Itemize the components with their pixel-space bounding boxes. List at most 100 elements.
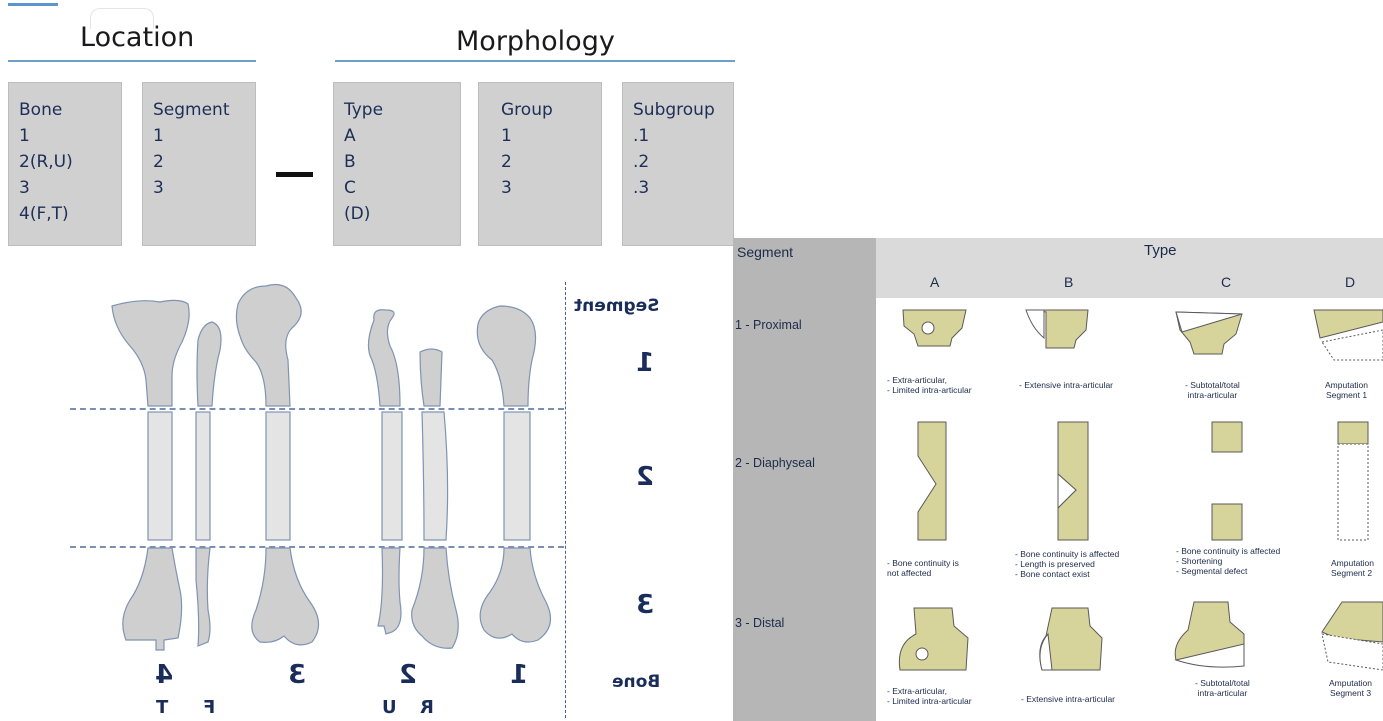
segment-number-3: 3 [636,590,654,620]
tibia-shaft [148,412,172,540]
caption-distal-b: - Extensive intra-articular [1021,694,1115,704]
bone-letter-u: U [382,697,397,718]
box-item: .2 [633,149,725,175]
ulna-proximal [368,310,400,406]
row-label-proximal: 1 - Proximal [735,318,802,332]
radius-proximal [420,349,442,406]
segment-header-mirrored: Segment [574,296,659,316]
caption-proximal-c: - Subtotal/total intra-articular [1185,380,1240,400]
tibia-proximal [112,300,189,406]
bone-diagram [60,280,580,720]
type-col-c: C [1221,274,1231,290]
diaphyseal-a-icon [918,422,946,540]
type-col-b: B [1064,274,1073,290]
caption-distal-c: - Subtotal/total intra-articular [1195,678,1250,698]
proximal-b-fragment [1026,310,1044,338]
caption-distal-a: - Extra-articular, - Limited intra-artic… [887,686,972,706]
segment-code-box: Segment 1 2 3 [142,82,256,246]
caption-diaphyseal-d: Amputation Segment 2 [1331,558,1374,578]
group-code-box: Group 1 2 3 [478,82,602,246]
fracture-icons [876,298,1383,721]
box-item: 1 [153,123,247,149]
box-item: 2(R,U) [19,149,113,175]
box-title: Segment [153,97,247,123]
caption-diaphyseal-c: - Bone continuity is affected - Shorteni… [1176,546,1280,576]
bone-number-4: 4 [155,660,173,690]
diaphyseal-c-lower [1212,504,1242,540]
radius-shaft [422,412,448,540]
proximal-a-hole [922,322,934,334]
type-code-box: Type A B C (D) [333,82,461,246]
tab-indicator [8,3,58,6]
subgroup-code-box: Subgroup .1 .2 .3 [622,82,734,246]
caption-distal-d: Amputation Segment 3 [1329,678,1372,698]
bone-number-3: 3 [288,660,306,690]
diaphyseal-c-upper [1212,422,1242,452]
fracture-type-table: Segment Type A B C D 1 - Proximal 2 - Di… [733,238,1383,721]
box-item: 2 [153,149,247,175]
box-item: (D) [344,201,452,227]
morphology-rule [335,60,735,62]
caption-diaphyseal-a: - Bone continuity is not affected [887,558,959,578]
femur-distal [252,548,319,645]
caption-proximal-a: - Extra-articular, - Limited intra-artic… [887,375,972,395]
morphology-heading: Morphology [456,26,615,57]
femur-proximal [236,285,301,407]
box-item: 2 [501,149,593,175]
bone-letter-t: T [156,697,168,718]
location-heading: Location [80,22,194,53]
diaphyseal-d-missing [1338,444,1368,540]
radius-distal [412,548,459,648]
bone-letter-f: F [203,697,215,718]
fibula-distal [196,548,210,646]
box-item: 3 [19,175,113,201]
box-item: 3 [153,175,247,201]
humerus-proximal [477,306,535,406]
diagram-right-border [565,282,566,718]
ulna-distal [378,548,401,634]
distal-a-icon [899,608,968,670]
box-item: 1 [19,123,113,149]
bone-number-2: 2 [399,660,417,690]
box-title: Type [344,97,452,123]
table-segment-header: Segment [737,244,793,260]
humerus-distal [480,548,550,642]
type-col-d: D [1345,274,1355,290]
fibula-proximal [197,322,221,406]
segment-column [733,238,876,721]
box-item: B [344,149,452,175]
box-item: .3 [633,175,725,201]
ulna-shaft [382,412,402,540]
tibia-distal [123,548,182,650]
bone-code-box: Bone 1 2(R,U) 3 4(F,T) [8,82,122,246]
caption-proximal-d: Amputation Segment 1 [1325,380,1368,400]
box-item: 4(F,T) [19,201,113,227]
type-header-row [876,238,1383,298]
row-label-distal: 3 - Distal [735,616,784,630]
bone-number-1: 1 [510,660,528,690]
caption-proximal-b: - Extensive intra-articular [1019,380,1113,390]
box-item: 1 [501,123,593,149]
location-rule [8,60,256,62]
segment-divider-lower [70,546,564,548]
caption-diaphyseal-b: - Bone continuity is affected - Length i… [1015,549,1119,579]
bone-header-mirrored: Bone [612,672,660,692]
box-title: Group [501,97,593,123]
box-item: .1 [633,123,725,149]
segment-divider-upper [70,408,564,410]
humerus-shaft [504,412,530,540]
box-title: Bone [19,97,113,123]
table-type-header: Type [1144,242,1177,259]
diaphyseal-d-upper [1338,422,1368,444]
separator-dash [276,172,313,177]
row-label-diaphyseal: 2 - Diaphyseal [735,456,815,470]
box-title: Subgroup [633,97,725,123]
femur-shaft [266,412,290,540]
distal-a-hole [916,648,928,660]
segment-number-2: 2 [636,462,654,492]
box-item: C [344,175,452,201]
type-col-a: A [930,274,939,290]
fibula-shaft [196,412,210,540]
segment-number-1: 1 [636,348,654,378]
bone-letter-r: R [420,697,434,718]
